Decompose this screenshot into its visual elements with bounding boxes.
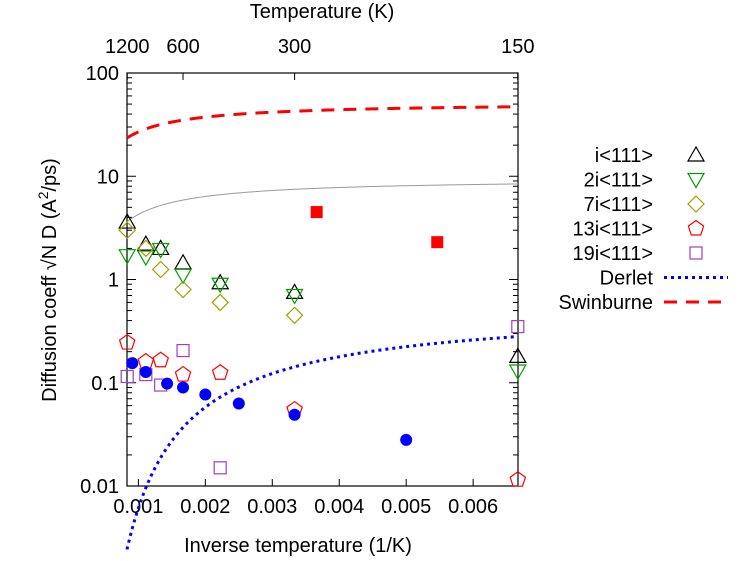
x-tick-label: 0.003 <box>247 496 297 518</box>
y-tick-label: 1 <box>108 270 119 292</box>
data-point <box>139 366 152 379</box>
y-tick-label: 0.1 <box>91 373 119 395</box>
top-tick-label: 600 <box>166 36 199 58</box>
data-point <box>174 280 192 299</box>
top-axis-ticks: 1200 600 300 150 <box>105 36 534 80</box>
data-point <box>211 293 230 312</box>
legend-marker <box>687 219 705 236</box>
legend-label: Derlet <box>600 268 654 290</box>
top-tick-label: 1200 <box>105 36 150 58</box>
data-point <box>176 343 190 358</box>
data-point <box>211 363 229 380</box>
x-axis-label: Inverse temperature (1/K) <box>184 535 412 557</box>
data-point <box>285 283 304 299</box>
data-point <box>310 206 323 219</box>
legend-marker <box>687 195 705 213</box>
data-point <box>174 253 193 270</box>
fit-curves <box>125 105 519 550</box>
legend-label: 7i<111> <box>584 194 653 216</box>
legend: i<111> 2i<111>7i<111> 13i<111>19i<111> Derl… <box>558 145 728 314</box>
y-axis-ticks: 0.01 0.1 1 10 100 <box>80 63 518 498</box>
data-point <box>199 388 212 401</box>
data-point <box>508 347 527 363</box>
data-points <box>118 206 527 487</box>
curve-derlet <box>125 335 519 550</box>
data-point <box>151 239 170 256</box>
data-point <box>118 249 137 265</box>
legend-marker <box>689 246 703 260</box>
y-tick-label: 100 <box>86 63 119 85</box>
legend-marker <box>686 172 706 189</box>
data-point <box>213 461 227 475</box>
data-point <box>211 273 230 290</box>
data-point <box>120 369 134 384</box>
data-point <box>137 352 155 369</box>
x-tick-label: 0.004 <box>314 496 364 518</box>
top-tick-label: 150 <box>501 36 534 58</box>
top-tick-label: 300 <box>278 36 311 58</box>
data-point <box>285 288 304 305</box>
data-point <box>174 365 192 382</box>
data-point <box>118 221 137 240</box>
curve-swinburne <box>126 105 519 140</box>
x-tick-label: 0.005 <box>381 496 431 518</box>
data-point <box>288 408 301 421</box>
data-point <box>126 357 139 370</box>
data-point <box>177 381 190 394</box>
legend-label: 19i<111> <box>573 243 653 265</box>
data-point <box>151 242 170 259</box>
data-point <box>118 333 136 350</box>
data-point <box>136 250 155 267</box>
data-point <box>431 236 444 249</box>
legend-label: 13i<111> <box>573 219 653 241</box>
y-axis-label: Diffusion coeff √N D (A2/ps) <box>35 158 61 402</box>
data-point <box>285 306 304 325</box>
data-point <box>161 377 174 390</box>
y-tick-label: 0.01 <box>80 476 119 498</box>
legend-marker <box>686 145 706 162</box>
data-point <box>152 351 169 368</box>
top-axis-label: Temperature (K) <box>250 1 395 23</box>
legend-label: i<111> <box>595 145 653 167</box>
data-point <box>508 364 527 381</box>
legend-label: Swinburne <box>558 292 653 314</box>
data-point <box>118 212 137 229</box>
data-point <box>511 319 525 334</box>
data-point <box>232 397 245 410</box>
x-tick-label: 0.006 <box>448 496 498 518</box>
data-point <box>400 433 413 446</box>
data-point <box>211 277 230 294</box>
data-point <box>151 260 170 279</box>
x-tick-label: 0.002 <box>180 496 230 518</box>
data-point <box>174 268 193 285</box>
data-point <box>136 239 155 258</box>
curve-fit <box>126 183 519 223</box>
legend-label: 2i<111> <box>584 170 653 192</box>
data-point <box>136 234 155 251</box>
y-tick-label: 10 <box>97 166 119 188</box>
data-point <box>509 470 527 487</box>
